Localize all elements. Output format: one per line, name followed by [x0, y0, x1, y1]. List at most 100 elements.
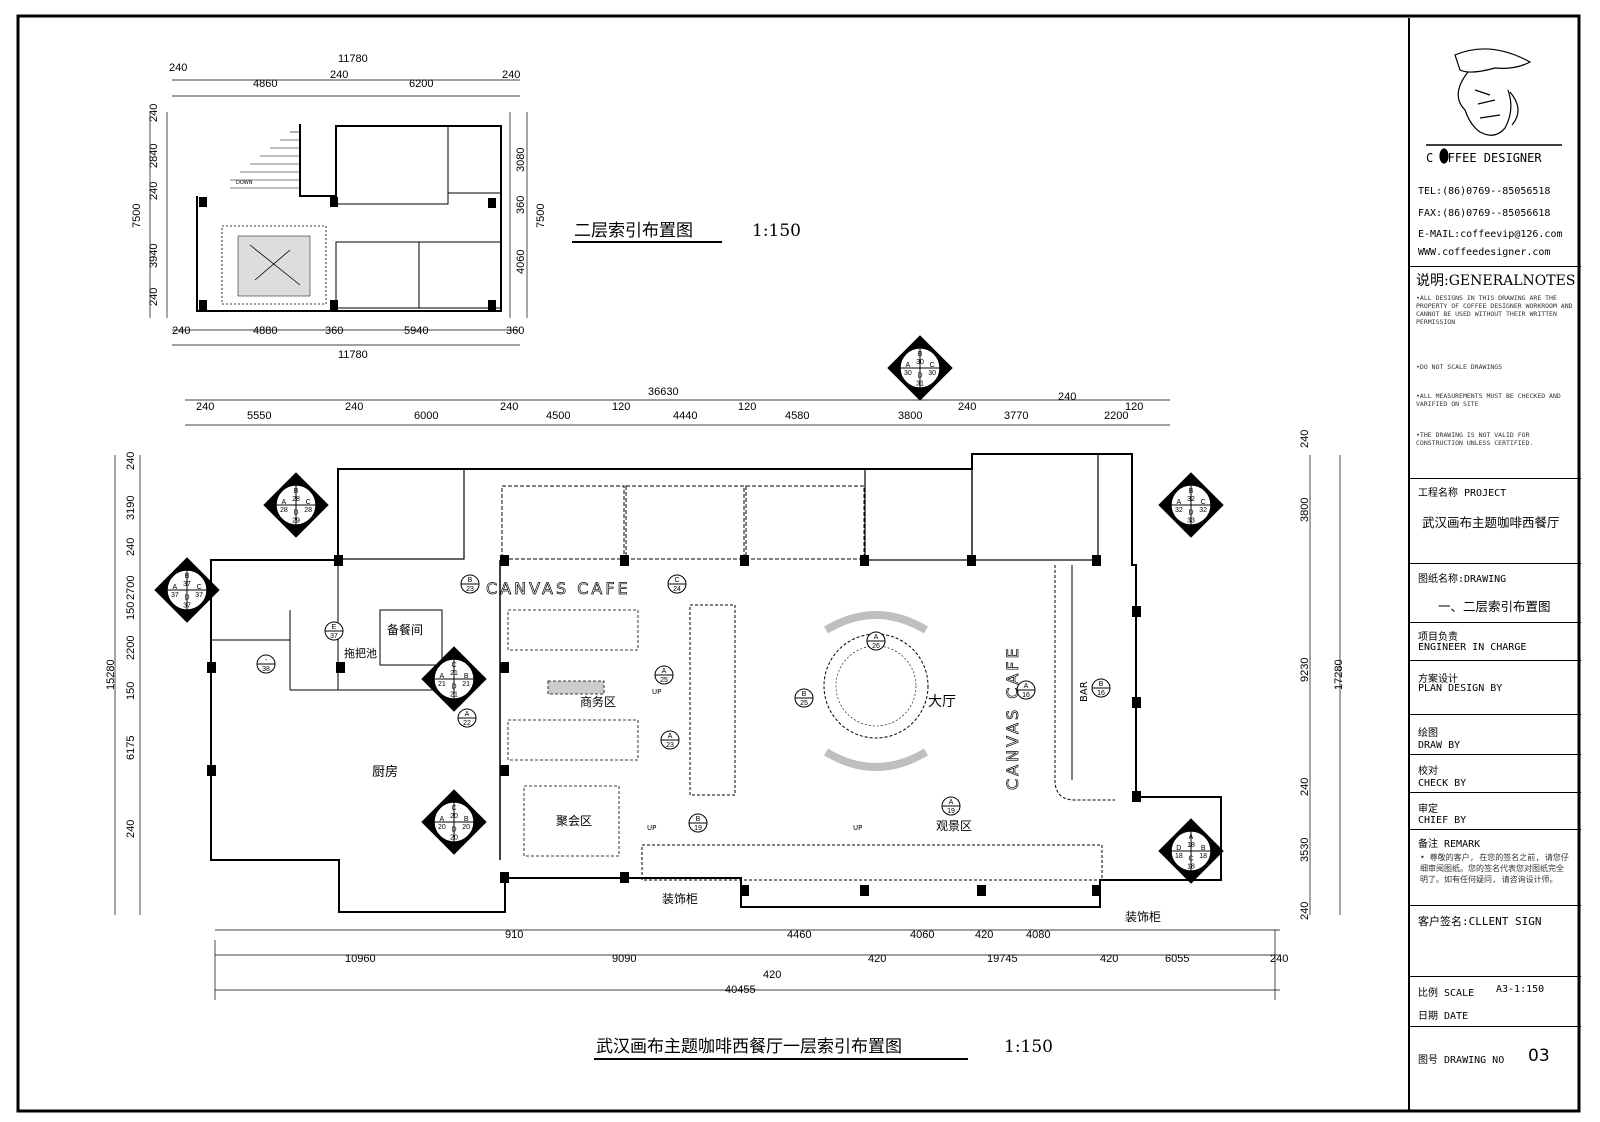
index-marker-25a-letter: A	[662, 668, 667, 675]
down-label: DOWN	[236, 180, 253, 186]
index-marker-20-num-3: 20	[450, 835, 458, 842]
index-marker-19b-num: 19	[694, 825, 702, 832]
general-notes-heading: 说明:GENERALNOTES	[1416, 273, 1576, 289]
note-4: •THE DRAWING IS NOT VALID FOR CONSTRUCTI…	[1416, 431, 1534, 447]
upper-dim-bottom-2: 360	[325, 325, 343, 337]
main-dim-top-7: 4440	[673, 410, 697, 422]
draw-label-en: DRAW BY	[1418, 740, 1461, 751]
upper-dim-top-2: 240	[330, 69, 348, 81]
company-tel: TEL:(86)0769--85056518	[1418, 186, 1551, 197]
main-dim-left-2: 240	[125, 538, 137, 556]
index-marker-24: C24	[667, 574, 687, 594]
main-dim-top-1: 5550	[247, 410, 271, 422]
main-plan-scale: 1:150	[1004, 1037, 1053, 1057]
index-marker-38: -38	[256, 654, 276, 674]
main-dim-bottom1-4: 4080	[1026, 929, 1050, 941]
main-dim-top-total: 36630	[648, 386, 679, 398]
index-marker-30-letter-2: C	[930, 362, 935, 369]
upper-dim-right-1: 360	[515, 196, 527, 214]
main-dim-left-8: 240	[125, 820, 137, 838]
index-marker-37s: E37	[324, 621, 344, 641]
index-marker-22: A22	[457, 708, 477, 728]
index-marker-32-letter-1: A	[1177, 499, 1182, 506]
main-dim-bottom2-1: 9090	[612, 953, 636, 965]
index-marker-37-num-1: 37	[171, 592, 179, 599]
index-marker-37-num-2: 37	[195, 592, 203, 599]
index-marker-28-letter-0: B	[294, 488, 299, 495]
main-dim-top-14: 2200	[1104, 410, 1128, 422]
upper-dim-top-4: 240	[502, 69, 520, 81]
drawing-label: 图纸名称:DRAWING	[1418, 574, 1507, 585]
index-marker-19-num: 19	[947, 808, 955, 815]
main-dim-top-13: 240	[1058, 391, 1076, 403]
index-marker-18-letter-2: B	[1201, 845, 1206, 852]
index-marker-21-num-3: 21	[450, 692, 458, 699]
index-marker-21-letter-3: D	[451, 684, 456, 691]
main-dim-top-6: 120	[612, 401, 630, 413]
date-label: 日期 DATE	[1418, 1011, 1469, 1022]
index-marker-37-letter-3: D	[184, 595, 189, 602]
main-dim-bottom1-3: 420	[975, 929, 993, 941]
main-dim-bottom2-3: 19745	[987, 953, 1018, 965]
main-dim-top-9: 4580	[785, 410, 809, 422]
main-dim-right-1: 3800	[1299, 498, 1311, 522]
chief-label-cn: 审定	[1418, 804, 1438, 815]
index-marker-26-letter: A	[874, 634, 879, 641]
canvas-cafe-logo-1: CANVAS CAFE	[486, 579, 631, 598]
main-dim-top-15: 120	[1125, 401, 1143, 413]
index-marker-20-letter-3: D	[451, 827, 456, 834]
index-marker-21-letter-0: C	[451, 662, 456, 669]
index-marker-23b-num: 23	[666, 742, 674, 749]
index-marker-28-num-1: 28	[280, 507, 288, 514]
index-marker-26-num: 26	[872, 643, 880, 650]
upper-dim-left-total: 7500	[131, 204, 143, 228]
index-marker-32-num-2: 32	[1199, 507, 1207, 514]
index-marker-28-num-2: 28	[304, 507, 312, 514]
index-marker-19: A 19	[941, 796, 961, 816]
index-marker-19-letter: A	[949, 799, 954, 806]
room-mop: 拖把池	[344, 646, 377, 660]
coffee-designer-logo-icon	[1426, 48, 1562, 164]
main-dim-bottom2-4: 420	[1100, 953, 1118, 965]
main-dim-top-4: 240	[500, 401, 518, 413]
upper-dim-top-total: 11780	[338, 53, 368, 65]
index-marker-30-num-3: 31	[916, 381, 924, 388]
index-marker-30-num-0: 30	[916, 359, 924, 366]
index-marker-20-num-2: 20	[462, 824, 470, 831]
up-label-3: UP	[853, 824, 862, 832]
index-marker-23-letter: B	[468, 577, 473, 584]
index-marker-23b: A23	[660, 730, 680, 750]
index-marker-21-num-1: 21	[438, 681, 446, 688]
index-marker-18-letter-1: D	[1176, 845, 1181, 852]
upper-dim-right-total: 7500	[535, 204, 547, 228]
up-label-1: UP	[652, 688, 661, 696]
index-marker-37-num-0: 37	[183, 581, 191, 588]
room-storage: 备餐间	[387, 622, 423, 637]
index-marker-37-letter-2: C	[197, 584, 202, 591]
canvas-cafe-logo-2: CANVAS CAFE	[1003, 645, 1022, 790]
main-dim-top-12: 3770	[1004, 410, 1028, 422]
index-marker-18-num-0: 18	[1187, 842, 1195, 849]
index-marker-20-num-1: 20	[438, 824, 446, 831]
index-marker-28-letter-1: A	[282, 499, 287, 506]
index-marker-22-num: 22	[463, 720, 471, 727]
upper-dim-bottom-3: 5940	[404, 325, 428, 337]
index-marker-16b-letter: B	[1099, 681, 1104, 688]
index-marker-21-letter-2: B	[464, 673, 469, 680]
main-floor-plan	[114, 399, 1341, 1000]
upper-plan-title: 二层索引布置图	[574, 221, 693, 241]
cabinet-label-2: 装饰柜	[1125, 910, 1161, 924]
main-dim-left-5: 2200	[125, 636, 137, 660]
index-marker-30-num-1: 30	[904, 370, 912, 377]
company-name: C OFFEE DESIGNER	[1426, 151, 1542, 165]
index-marker-21-letter-1: A	[440, 673, 445, 680]
company-email: E-MAIL:coffeevip@126.com	[1418, 229, 1563, 240]
main-dim-bottom2-0: 10960	[345, 953, 376, 965]
main-dim-left-total: 15280	[105, 659, 117, 690]
main-dim-left-6: 150	[125, 682, 137, 700]
project-name: 武汉画布主题咖啡西餐厅	[1422, 515, 1560, 530]
main-dim-top-0: 240	[196, 401, 214, 413]
